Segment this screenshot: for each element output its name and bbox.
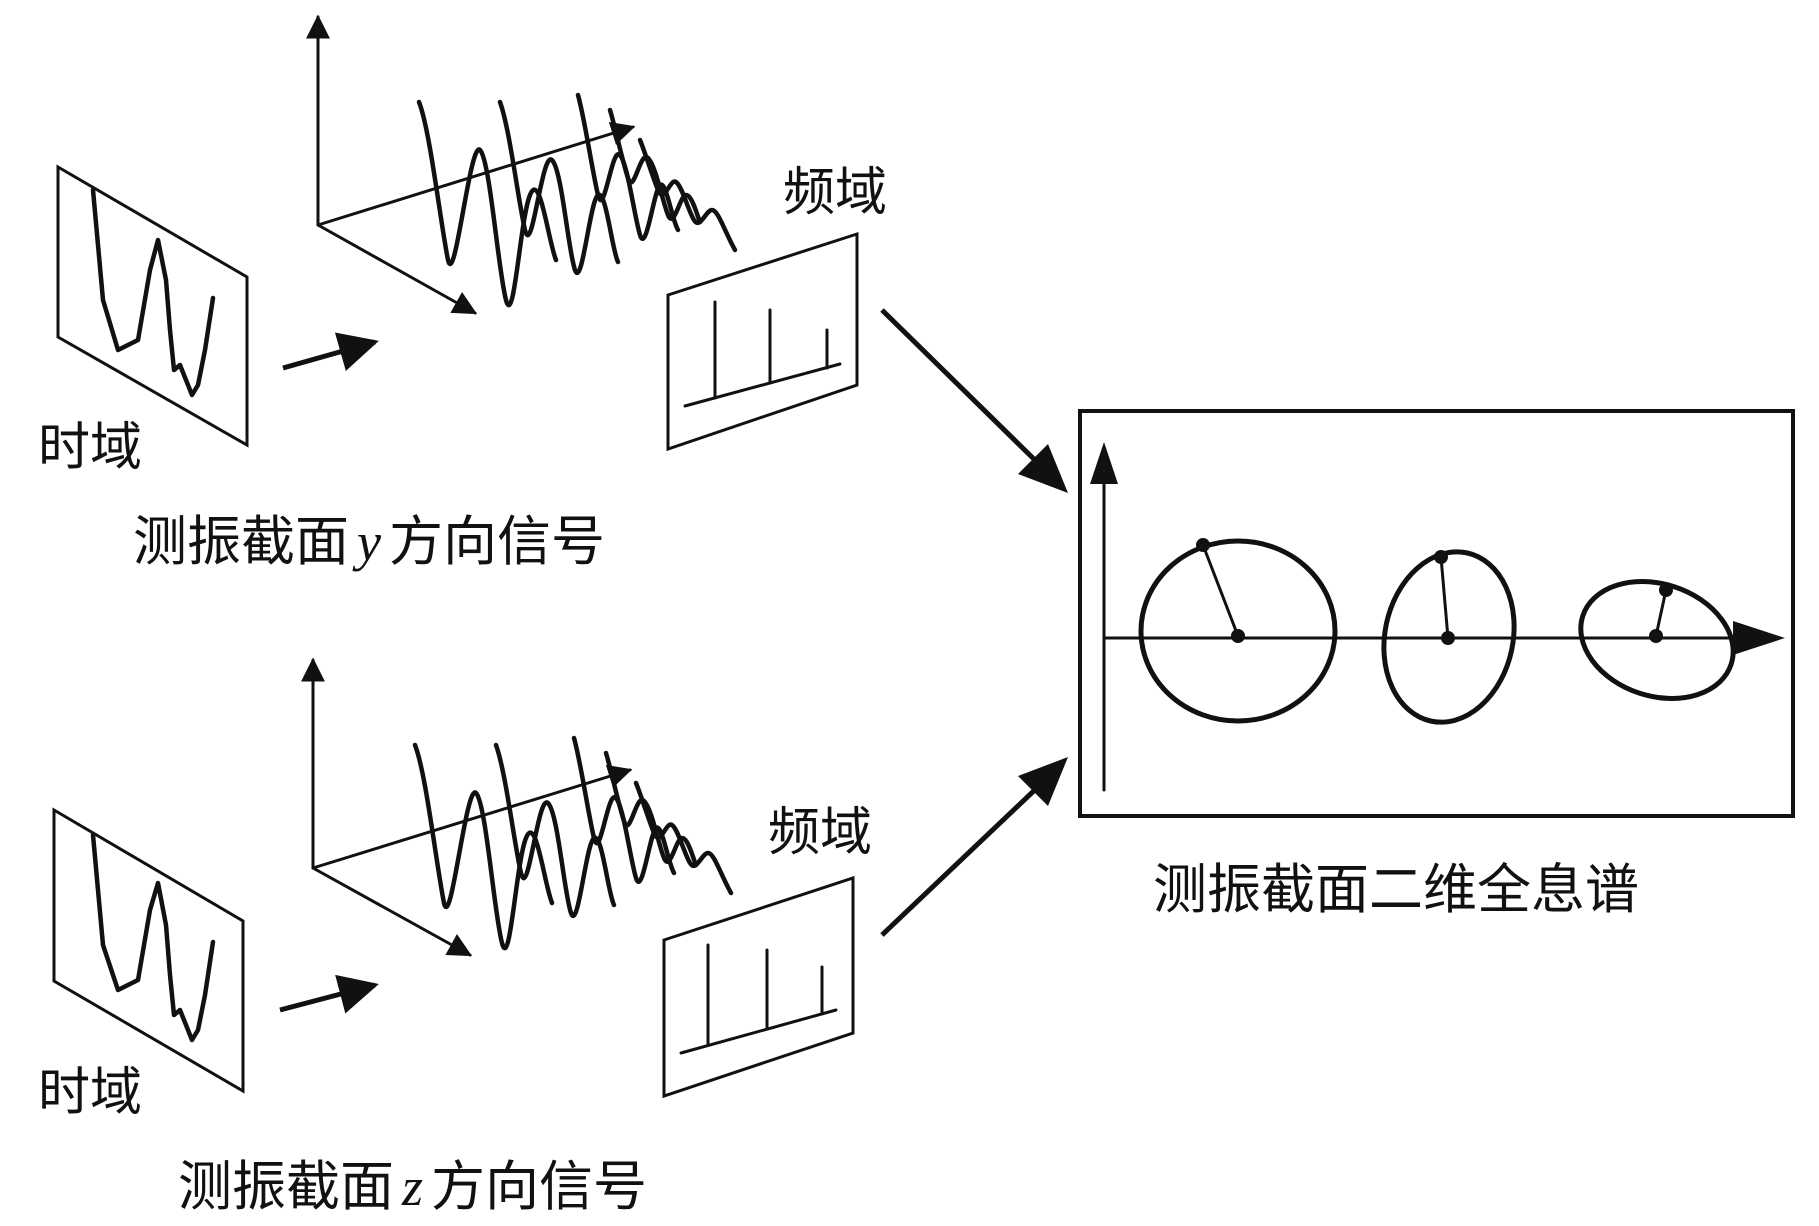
hologram-ellipse-3x	[1578, 579, 1736, 701]
z-time-domain-label: 时域	[38, 1063, 142, 1123]
z-to-hologram-arrowhead	[1018, 757, 1068, 806]
z-waterfall-depth-axis	[311, 866, 473, 957]
y-frequency-domain-panel	[666, 231, 859, 452]
y-waterfall-3d-plot	[306, 14, 738, 315]
z-frequency-domain-label: 频域	[768, 803, 872, 863]
y-time-domain-label: 时域	[38, 418, 142, 478]
y-time-domain-panel	[56, 164, 249, 448]
y-caption-axis-var: y	[352, 512, 381, 572]
z-transform-arrow	[279, 974, 379, 1014]
y-to-hologram-arrow	[880, 308, 1042, 467]
hologram-ellipse-1x	[1138, 538, 1338, 724]
hologram-vertical-axis-arrowhead	[1090, 442, 1118, 484]
z-caption-suffix: 方向信号	[431, 1155, 647, 1218]
hologram-caption: 测振截面二维全息谱	[1153, 858, 1639, 921]
y-to-hologram-arrowhead	[1018, 444, 1068, 493]
y-caption-prefix: 测振截面	[133, 510, 349, 573]
z-waterfall-frequency-axis	[311, 764, 633, 870]
hologram-ellipse-2x	[1381, 549, 1517, 725]
z-waterfall-3d-plot	[301, 657, 734, 957]
z-caption-axis-var: z	[401, 1157, 423, 1217]
y-waterfall-depth-axis	[316, 223, 478, 315]
y-waterfall-frequency-axis	[316, 121, 636, 227]
z-to-hologram-arrow	[880, 783, 1042, 937]
y-frequency-domain-label: 频域	[783, 163, 887, 223]
z-time-domain-panel	[52, 807, 245, 1094]
z-caption-prefix: 测振截面	[178, 1155, 394, 1218]
hologram-frequency-axis-arrowhead	[1733, 621, 1785, 655]
y-caption-suffix: 方向信号	[389, 510, 605, 573]
hologram-spectrum-box	[1078, 409, 1795, 818]
z-frequency-domain-panel	[662, 875, 855, 1099]
y-transform-arrow	[282, 332, 379, 372]
